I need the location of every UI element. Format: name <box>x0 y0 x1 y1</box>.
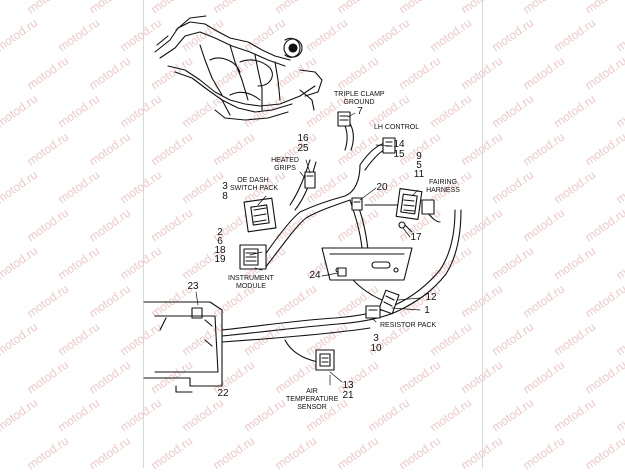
callout-10: 10 <box>370 343 382 354</box>
callout-18: 18 <box>214 245 226 256</box>
callout-17: 17 <box>410 232 422 243</box>
triple-clamp-line2: GROUND <box>343 99 375 106</box>
instrument-module-label: INSTRUMENT MODULE <box>228 275 274 291</box>
callout-6: 6 <box>217 236 223 247</box>
callout-19: 19 <box>214 254 226 265</box>
air-temp-line3: SENSOR <box>297 404 327 411</box>
callout-15: 15 <box>393 149 405 160</box>
harness-trunks <box>221 117 462 363</box>
callout-3-bottom: 3 <box>373 333 379 344</box>
oe-dash-switch-pack-label: OE DASH SWITCH PACK <box>230 177 279 193</box>
instrument-module-line1: INSTRUMENT <box>228 275 274 282</box>
oe-dash-line1: OE DASH <box>237 177 269 184</box>
heated-grips-line2: GRIPS <box>274 165 296 172</box>
lh-control-label: LH CONTROL <box>374 124 420 131</box>
callout-22: 22 <box>217 388 229 399</box>
callout-16: 16 <box>297 133 309 144</box>
heated-grips-line1: HEATED <box>271 157 299 164</box>
callout-8: 8 <box>222 191 228 202</box>
instrument-module-line2: MODULE <box>236 283 266 290</box>
callout-11: 11 <box>413 169 425 180</box>
connectors <box>143 111 435 393</box>
triple-clamp-ground-label: TRIPLE CLAMP GROUND <box>334 91 385 107</box>
diagram-frame <box>143 0 483 468</box>
callout-5: 5 <box>416 160 422 171</box>
triple-clamp-line1: TRIPLE CLAMP <box>334 91 385 98</box>
resistor-pack-label: RESISTOR PACK <box>380 322 437 329</box>
fairing-harness-label: FAIRING HARNESS <box>423 179 463 195</box>
air-temp-line2: TEMPERATURE <box>286 396 339 403</box>
motorcycle-frame-inset <box>154 15 323 121</box>
air-temp-line1: AIR <box>306 388 318 395</box>
air-temperature-sensor-label: AIR TEMPERATURE SENSOR <box>286 388 338 412</box>
callout-13: 13 <box>342 380 354 391</box>
callout-23: 23 <box>187 281 199 292</box>
callout-9: 9 <box>416 151 422 162</box>
callout-21: 21 <box>342 390 354 401</box>
callout-14: 14 <box>393 139 405 150</box>
fairing-harness-line1: FAIRING <box>428 179 457 186</box>
callout-2: 2 <box>217 227 223 238</box>
callout-1: 1 <box>424 305 430 316</box>
callout-7: 7 <box>357 106 363 117</box>
callout-12: 12 <box>425 292 437 303</box>
callout-20: 20 <box>376 182 388 193</box>
heated-grips-label: HEATED GRIPS <box>270 157 300 173</box>
oe-dash-line2: SWITCH PACK <box>230 185 279 192</box>
callout-24: 24 <box>309 270 321 281</box>
callout-25: 25 <box>297 143 309 154</box>
callout-3-top: 3 <box>222 181 228 192</box>
leader-lines <box>195 112 421 387</box>
fairing-harness-line2: HARNESS <box>426 187 460 194</box>
